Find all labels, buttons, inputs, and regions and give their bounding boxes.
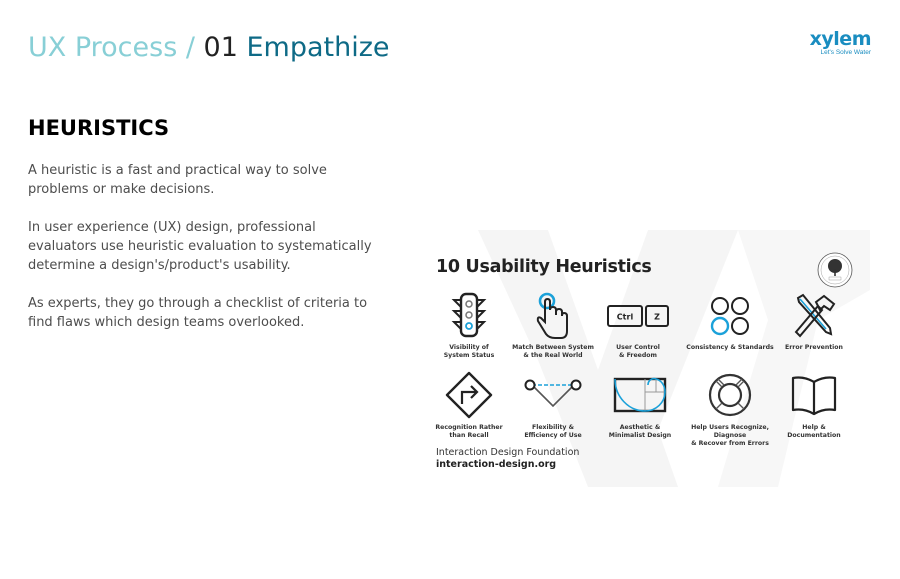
connected-nodes-icon <box>524 379 582 408</box>
logo-tagline: Let's Solve Water <box>820 49 872 56</box>
page-title: UX Process / 01 Empathize <box>28 32 390 63</box>
four-circles-icon <box>710 297 749 336</box>
turn-sign-icon <box>445 371 493 419</box>
heuristic-label: Help &Documentation <box>787 424 841 439</box>
paragraph-experts: As experts, they go through a checklist … <box>28 296 368 330</box>
logo-brand: xylem <box>809 28 872 50</box>
breadcrumb-section: UX Process / <box>28 32 204 63</box>
tools-icon <box>794 293 836 338</box>
heuristic-label: User Control& Freedom <box>616 344 660 359</box>
heuristic-flexibility: Flexibility &Efficiency of Use <box>503 370 603 440</box>
heuristic-label: Flexibility &Efficiency of Use <box>524 424 582 439</box>
step-number: 01 <box>203 32 238 63</box>
heuristic-documentation: Help &Documentation <box>764 370 864 440</box>
section-heading: HEURISTICS <box>28 116 170 140</box>
figure-credit: Interaction Design Foundation interactio… <box>436 447 579 471</box>
idf-seal-icon <box>817 252 853 288</box>
traffic-light-icon <box>451 292 487 338</box>
credit-organization: Interaction Design Foundation <box>436 447 580 458</box>
ctrl-z-keys-icon: Ctrl Z <box>607 305 669 327</box>
figure-title: 10 Usability Heuristics <box>436 257 652 277</box>
heuristic-label: Match Between System& the Real World <box>512 344 594 359</box>
open-book-icon <box>791 376 837 416</box>
heuristic-label: Help Users Recognize, Diagnose& Recover … <box>691 424 769 447</box>
step-name: Empathize <box>246 32 390 63</box>
watermark-graphic <box>418 230 870 487</box>
heuristic-consistency: Consistency & Standards <box>680 292 780 352</box>
heuristic-label: Error Prevention <box>785 344 843 351</box>
heuristic-label: Consistency & Standards <box>686 344 774 351</box>
heuristic-match: Match Between System& the Real World <box>503 292 603 360</box>
credit-url: interaction-design.org <box>436 459 557 470</box>
paragraph-definition: A heuristic is a fast and practical way … <box>28 163 327 197</box>
xylem-logo: xylem Let's Solve Water <box>791 28 872 57</box>
heuristic-user-control: Ctrl Z User Control& Freedom <box>588 292 688 360</box>
paragraph-evaluation: In user experience (UX) design, professi… <box>28 220 372 273</box>
heuristic-aesthetic: Aesthetic &Minimalist Design <box>590 370 690 440</box>
lifebuoy-icon <box>708 373 752 417</box>
golden-ratio-icon <box>613 377 667 413</box>
pointing-hand-icon <box>536 292 568 339</box>
svg-text:Z: Z <box>654 313 660 322</box>
heuristic-error-prevention: Error Prevention <box>764 292 864 352</box>
svg-text:Ctrl: Ctrl <box>617 313 634 322</box>
heuristic-help-errors: Help Users Recognize, Diagnose& Recover … <box>680 370 780 448</box>
heuristic-label: Aesthetic &Minimalist Design <box>608 424 672 439</box>
